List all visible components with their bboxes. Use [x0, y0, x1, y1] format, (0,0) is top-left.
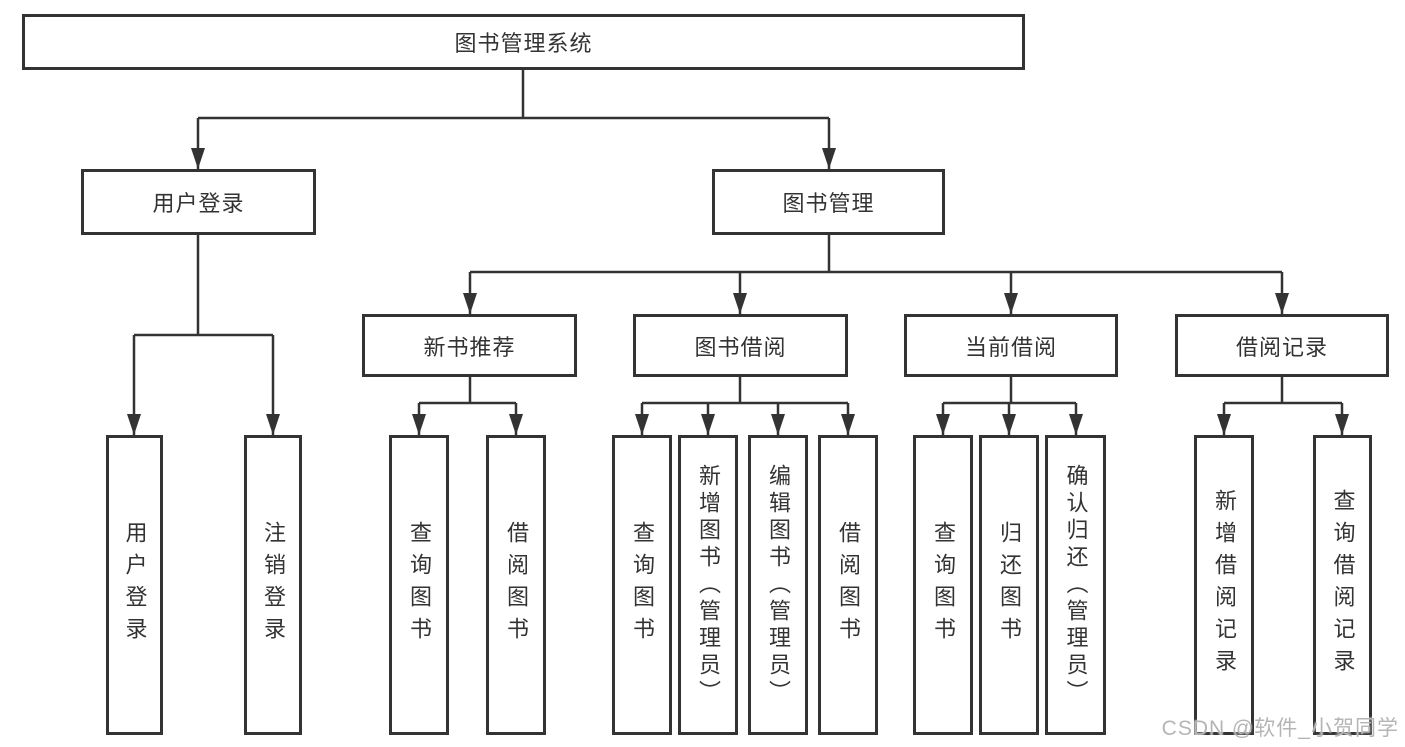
leaf-user-login-label: 用户登录 [122, 521, 148, 649]
node-new-book-recommendation: 新书推荐 [362, 314, 577, 377]
node-borrowing-records: 借阅记录 [1175, 314, 1389, 377]
leaf-query-books-borrow-label: 查询图书 [630, 521, 655, 649]
leaf-borrow-books-borrow-label: 借阅图书 [836, 521, 861, 649]
node-user-login-label: 用户登录 [152, 191, 245, 216]
leaf-return-books-label: 归还图书 [997, 521, 1022, 649]
leaf-query-books-current-label: 查询图书 [931, 521, 956, 649]
connector-paths [132, 70, 1344, 435]
leaf-borrow-books-borrow: 借阅图书 [818, 435, 878, 735]
leaf-query-books-recommend-label: 查询图书 [407, 521, 432, 649]
leaf-borrow-books-recommend: 借阅图书 [486, 435, 546, 735]
leaf-add-borrow-record: 新增借阅记录 [1194, 435, 1254, 735]
leaf-logout-label: 注销登录 [261, 521, 286, 649]
leaf-query-books-recommend: 查询图书 [389, 435, 449, 735]
node-book-management-label: 图书管理 [782, 191, 875, 216]
leaf-query-borrow-record-label: 查询借阅记录 [1330, 489, 1356, 681]
node-library-management-system-label: 图书管理系统 [454, 31, 593, 56]
leaf-add-borrow-record-label: 新增借阅记录 [1212, 489, 1237, 681]
node-borrowing-records-label: 借阅记录 [1235, 334, 1328, 360]
leaf-add-books-admin: 新增图书（管理员） [678, 435, 738, 735]
leaf-confirm-return-admin: 确认归还（管理员） [1045, 435, 1106, 735]
leaf-logout: 注销登录 [244, 435, 302, 735]
leaf-add-books-admin-label: 新增图书（管理员） [696, 463, 721, 707]
node-library-management-system: 图书管理系统 [22, 14, 1025, 70]
leaf-query-books-current: 查询图书 [913, 435, 973, 735]
node-user-login: 用户登录 [81, 169, 316, 235]
leaf-confirm-return-admin-label: 确认归还（管理员） [1063, 463, 1089, 707]
node-new-book-recommendation-label: 新书推荐 [423, 334, 516, 360]
leaf-borrow-books-recommend-label: 借阅图书 [504, 521, 529, 649]
node-book-borrowing: 图书借阅 [633, 314, 848, 377]
leaf-user-login: 用户登录 [106, 435, 163, 735]
node-book-borrowing-label: 图书借阅 [694, 334, 787, 360]
csdn-watermark: CSDN @软件_小贺同学 [1161, 717, 1399, 740]
leaf-edit-books-admin-label: 编辑图书（管理员） [766, 463, 791, 707]
node-book-management: 图书管理 [712, 169, 945, 235]
leaf-query-borrow-record: 查询借阅记录 [1313, 435, 1372, 735]
leaf-query-books-borrow: 查询图书 [612, 435, 672, 735]
node-current-borrowing-label: 当前借阅 [964, 334, 1057, 360]
node-current-borrowing: 当前借阅 [904, 314, 1118, 377]
leaf-edit-books-admin: 编辑图书（管理员） [748, 435, 808, 735]
leaf-return-books: 归还图书 [979, 435, 1039, 735]
